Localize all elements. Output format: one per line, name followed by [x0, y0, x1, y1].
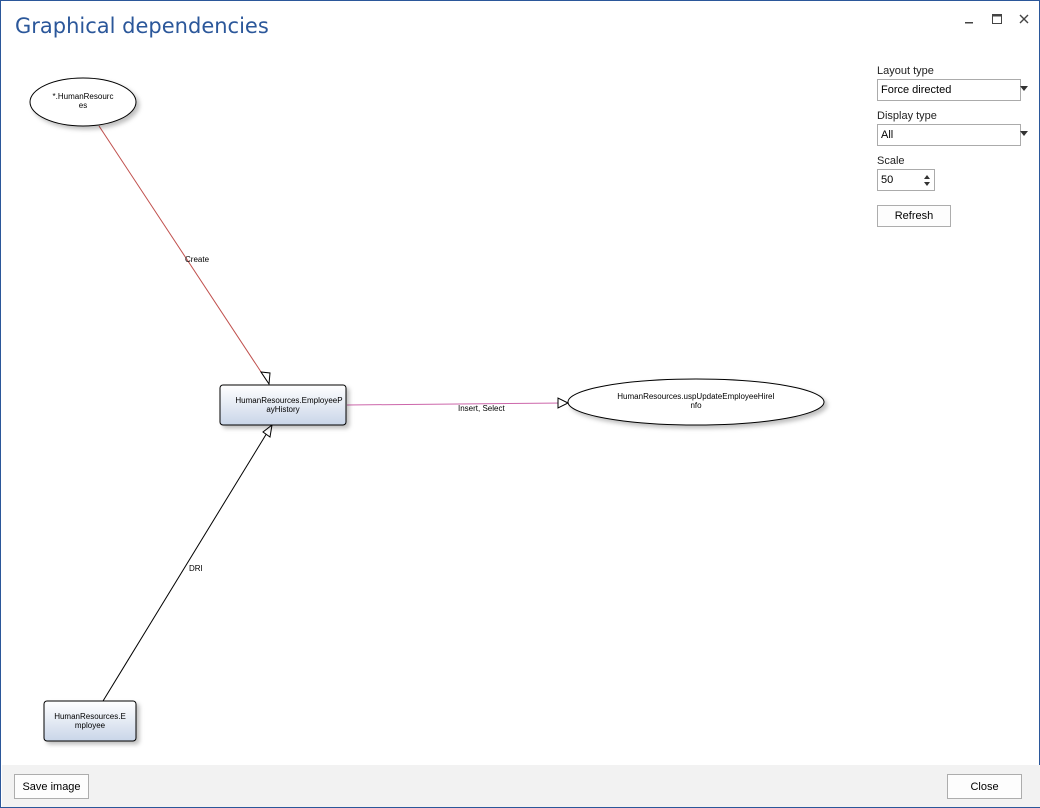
edge-create: Create [98, 125, 271, 386]
node-label-line: HumanResources.E [54, 712, 126, 721]
edge-label-create: Create [185, 255, 210, 264]
refresh-button[interactable]: Refresh [877, 205, 951, 227]
node-label-line: es [79, 101, 87, 110]
display-type-label: Display type [877, 110, 937, 122]
edge-label-dri: DRI [189, 564, 203, 573]
dependency-graph: Create Insert, Select DRI *.HumanResourc… [29, 77, 825, 742]
minimize-icon[interactable] [957, 9, 981, 29]
node-label-line: *.HumanResourc [53, 92, 114, 101]
display-type-value[interactable]: All [877, 124, 1021, 146]
layout-type-select[interactable]: Force directed [877, 79, 1033, 101]
spin-up-icon[interactable] [924, 175, 930, 179]
scale-label: Scale [877, 155, 905, 167]
display-type-select[interactable]: All [877, 124, 1033, 146]
node-label-line: nfo [690, 401, 702, 410]
node-employee[interactable]: HumanResources.E mployee [43, 700, 137, 742]
node-label-line: ayHistory [266, 405, 299, 414]
edge-label-insert-select: Insert, Select [458, 404, 505, 413]
options-panel: Layout type Force directed Display type … [877, 63, 1033, 191]
node-usp-update-employee-hire-info[interactable]: HumanResources.uspUpdateEmployeeHireI nf… [567, 378, 825, 426]
chevron-down-icon[interactable] [1020, 86, 1028, 91]
arrowhead [557, 397, 570, 409]
layout-type-value[interactable]: Force directed [877, 79, 1021, 101]
scale-value[interactable]: 50 [881, 174, 894, 186]
node-label-line: HumanResources.EmployeeP [235, 396, 342, 405]
arrowhead [262, 423, 273, 438]
node-label-line: HumanResources.uspUpdateEmployeeHireI [617, 392, 774, 401]
scale-spinner[interactable]: 50 [877, 169, 935, 191]
arrowhead [259, 371, 271, 386]
edge-insert-select: Insert, Select [346, 397, 570, 413]
layout-type-label: Layout type [877, 65, 934, 77]
spin-down-icon[interactable] [924, 182, 930, 186]
footer-bar [2, 765, 1040, 807]
edge-dri: DRI [102, 423, 273, 702]
node-humanresources-schema[interactable]: *.HumanResourc es [29, 77, 137, 127]
close-icon[interactable] [1012, 9, 1036, 29]
close-button[interactable]: Close [947, 774, 1022, 799]
node-employee-pay-history[interactable]: HumanResources.EmployeeP ayHistory [219, 384, 347, 426]
window-title: Graphical dependencies [15, 14, 269, 38]
maximize-icon[interactable] [985, 9, 1009, 29]
save-image-button[interactable]: Save image [14, 774, 89, 799]
chevron-down-icon[interactable] [1020, 131, 1028, 136]
node-label-line: mployee [75, 721, 106, 730]
